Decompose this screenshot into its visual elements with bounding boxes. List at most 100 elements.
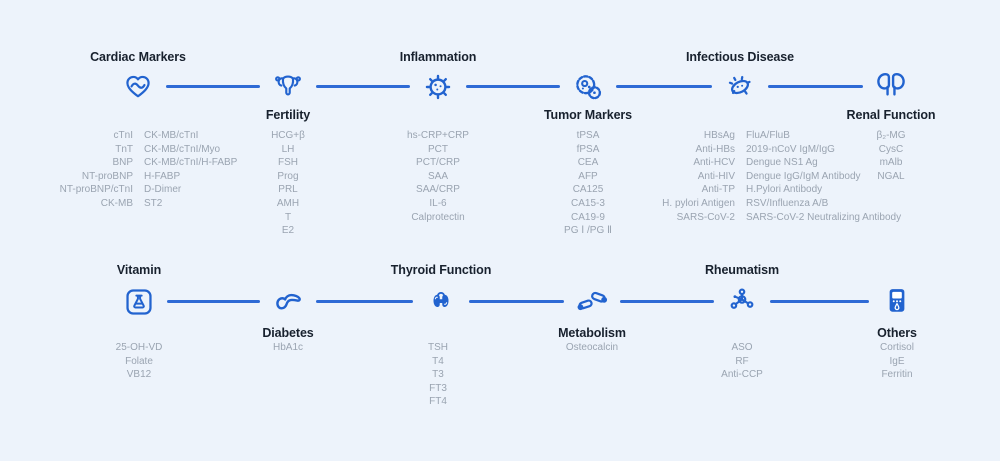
marker-item: FT4 — [429, 396, 447, 408]
marker-item: TSH — [428, 342, 448, 353]
marker-item: 25-OH-VD — [115, 342, 163, 353]
marker-item: SAA — [427, 170, 448, 182]
marker-item: Dengue NS1 Ag — [746, 157, 818, 169]
group-title: Metabolism — [558, 326, 626, 340]
analyzer-icon — [880, 284, 914, 318]
marker-item: RF — [735, 355, 749, 367]
marker-item: Calprotectin — [411, 211, 465, 223]
marker-item: FSH — [277, 157, 298, 169]
virus-icon — [421, 70, 455, 104]
connector-line — [616, 85, 712, 88]
connector-line — [316, 85, 410, 88]
marker-item: ST2 — [144, 197, 163, 209]
marker-item: Dengue IgG/IgM Antibody — [746, 170, 861, 182]
group-title: Fertility — [265, 108, 311, 122]
marker-item: Osteocalcin — [565, 342, 619, 353]
marker-item: tPSA — [576, 130, 600, 141]
marker-item: VB12 — [126, 369, 152, 381]
marker-item: Folate — [125, 355, 153, 367]
group-title: Rheumatism — [704, 263, 780, 277]
marker-item: BNP — [112, 157, 133, 169]
marker-item: IgE — [889, 355, 905, 367]
gear-cells-icon — [570, 69, 606, 105]
marker-item: Prog — [277, 170, 299, 182]
marker-item: SAA/CRP — [416, 184, 460, 196]
marker-item: NGAL — [877, 170, 905, 182]
connector-line — [166, 85, 260, 88]
marker-item: β₂-MG — [876, 130, 906, 141]
marker-item: T3 — [432, 369, 444, 381]
kidney-icon — [873, 68, 909, 104]
marker-list: HbA1c — [273, 341, 303, 355]
marker-item: 2019-nCoV IgM/IgG — [746, 143, 835, 155]
marker-item: PG Ⅰ /PG Ⅱ — [564, 225, 612, 237]
marker-item: SARS-CoV-2 Neutralizing Antibody — [746, 211, 902, 223]
marker-item: NT-proBNP/cTnI — [59, 184, 133, 196]
molecule-icon — [725, 285, 759, 319]
uterus-icon — [272, 71, 304, 103]
marker-item: Cortisol — [880, 342, 914, 353]
marker-item: CK-MB/cTnI/H-FABP — [144, 157, 238, 169]
marker-item: PCT — [428, 143, 448, 155]
connector-line — [167, 300, 260, 303]
marker-item: HBsAg — [703, 130, 735, 141]
marker-item: PRL — [278, 184, 298, 196]
marker-item: Anti-TP — [701, 184, 735, 196]
connector-line — [768, 85, 863, 88]
marker-item: IL-6 — [429, 197, 447, 209]
marker-item: SARS-CoV-2 — [676, 211, 735, 223]
marker-item: LH — [281, 143, 295, 155]
marker-item: NT-proBNP — [81, 170, 133, 182]
group-title: Diabetes — [262, 326, 314, 340]
marker-item: HbA1c — [272, 342, 304, 353]
marker-item: Anti-HBs — [695, 143, 735, 155]
pancreas-icon — [270, 284, 306, 320]
group-title: Renal Function — [846, 108, 936, 122]
marker-item: D-Dimer — [144, 184, 182, 196]
marker-item: AMH — [276, 197, 300, 209]
connector-line — [466, 85, 560, 88]
group-title: Infectious Disease — [686, 50, 794, 64]
marker-item: PCT/CRP — [416, 157, 460, 169]
marker-item: H.Pylori Antibody — [746, 184, 823, 196]
group-title: Vitamin — [116, 263, 162, 277]
bone-joint-icon — [574, 283, 610, 319]
bacteria-icon — [723, 70, 757, 104]
marker-item: FluA/FluB — [746, 130, 790, 141]
marker-item: FT3 — [429, 382, 447, 394]
marker-item: CK-MB — [100, 197, 133, 209]
marker-item: E2 — [281, 225, 295, 237]
marker-item: T4 — [432, 355, 444, 367]
group-title: Inflammation — [399, 50, 477, 64]
flask-icon — [123, 286, 155, 318]
group-title: Cardiac Markers — [90, 50, 186, 64]
connector-line — [316, 300, 413, 303]
marker-item: Anti-CCP — [721, 369, 763, 381]
marker-item: TnT — [115, 143, 133, 155]
marker-item: Anti-HIV — [697, 170, 735, 182]
marker-item: H. pylori Antigen — [662, 197, 735, 209]
thyroid-icon — [426, 287, 456, 317]
group-title: Tumor Markers — [543, 108, 633, 122]
marker-item: CA125 — [572, 184, 604, 196]
group-title: Others — [877, 326, 917, 340]
marker-item: RSV/Influenza A/B — [746, 197, 829, 209]
marker-item: CK-MB/cTnI/Myo — [144, 143, 221, 155]
marker-item: AFP — [578, 170, 598, 182]
heart-pulse-icon — [123, 72, 154, 103]
marker-item: CA15-3 — [571, 197, 605, 209]
connector-line — [469, 300, 564, 303]
group-title: Thyroid Function — [390, 263, 492, 277]
marker-item: Ferritin — [881, 369, 913, 381]
